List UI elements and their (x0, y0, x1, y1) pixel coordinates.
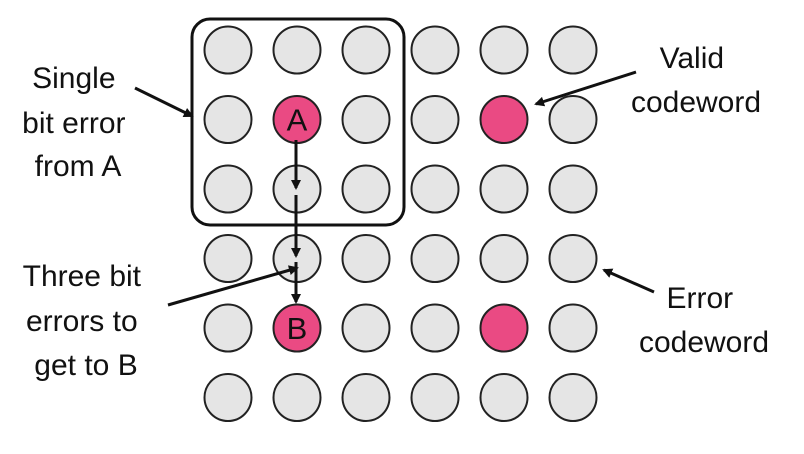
error-codeword-label: Error codeword (639, 282, 769, 359)
error-codeword-node (548, 303, 598, 353)
error-codeword-node (479, 373, 529, 422)
error-codeword-node (410, 25, 460, 75)
error-codeword-node (410, 234, 460, 283)
error-codeword-node (341, 95, 391, 144)
error-codeword-node (479, 234, 529, 283)
error-codeword-node (410, 95, 460, 144)
error-codeword-node (272, 25, 322, 75)
valid-codeword-node (272, 303, 322, 353)
error-codeword-node (341, 373, 391, 422)
single-bit-error-label: Single bit error from A (22, 62, 134, 183)
error-codeword-node (341, 303, 391, 353)
error-codeword-node (410, 373, 460, 422)
error-codeword-node (410, 164, 460, 214)
error-codeword-node (203, 25, 253, 75)
error-codeword-node (341, 164, 391, 214)
valid-codeword-label: Valid codeword (631, 42, 761, 119)
error-codeword-node (341, 25, 391, 75)
codeword-letter-a: A (287, 103, 308, 138)
error-codeword-node (548, 234, 598, 283)
error-codeword-node (203, 164, 253, 214)
codeword-grid (203, 25, 598, 422)
error-codeword-node (479, 164, 529, 214)
error-codeword-node (548, 95, 598, 144)
error-codeword-pointer (602, 268, 655, 294)
single-bit-error-pointer (134, 86, 194, 118)
error-codeword-node (272, 373, 322, 422)
error-codeword-node (203, 373, 253, 422)
error-codeword-node (203, 234, 253, 283)
valid-codeword-pointer (534, 70, 637, 107)
error-codeword-node (548, 164, 598, 214)
valid-codeword-node (479, 95, 529, 144)
single-bit-error-region (190, 17, 406, 227)
codeword-letters: AB (287, 103, 308, 347)
valid-codeword-node (479, 303, 529, 353)
codeword-letter-b: B (287, 311, 308, 346)
three-bit-errors-label: Three bit errors to get to B (23, 260, 150, 382)
error-codeword-node (548, 373, 598, 422)
error-codeword-node (203, 303, 253, 353)
error-codeword-node (410, 303, 460, 353)
error-codeword-node (479, 25, 529, 75)
error-codeword-node (341, 234, 391, 283)
error-codeword-node (203, 95, 253, 144)
error-codeword-node (548, 25, 598, 75)
three-bit-errors-pointer (167, 265, 299, 307)
